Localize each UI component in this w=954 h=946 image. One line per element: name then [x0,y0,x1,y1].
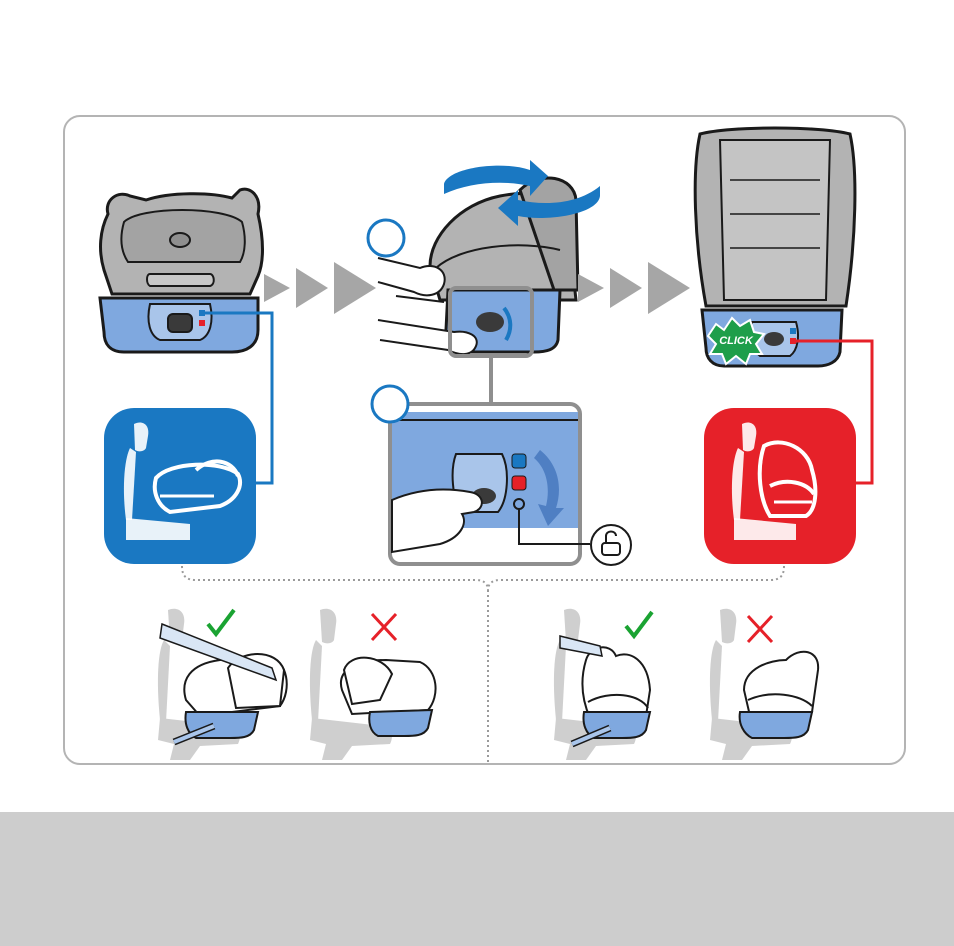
step-2-circle [372,386,408,422]
checkmark-icon [626,612,652,636]
rear-facing-seat-illustration [100,189,263,352]
checkmark-icon [208,610,234,634]
cross-icon [748,616,772,642]
rear-facing-seat-icon [104,408,256,564]
forward-facing-seat-icon [704,408,856,564]
triple-chevron-arrow-icon [264,262,376,314]
cross-icon [372,614,396,640]
rear-facing-incorrect-illustration [310,609,436,760]
unlock-detail-panel [390,404,580,564]
rear-facing-correct-illustration [158,609,287,760]
click-label: CLICK [719,335,754,347]
step-1-circle [368,220,404,256]
footer-band [0,812,954,946]
unlock-padlock-icon [591,525,631,565]
triple-chevron-arrow-icon [578,262,690,314]
